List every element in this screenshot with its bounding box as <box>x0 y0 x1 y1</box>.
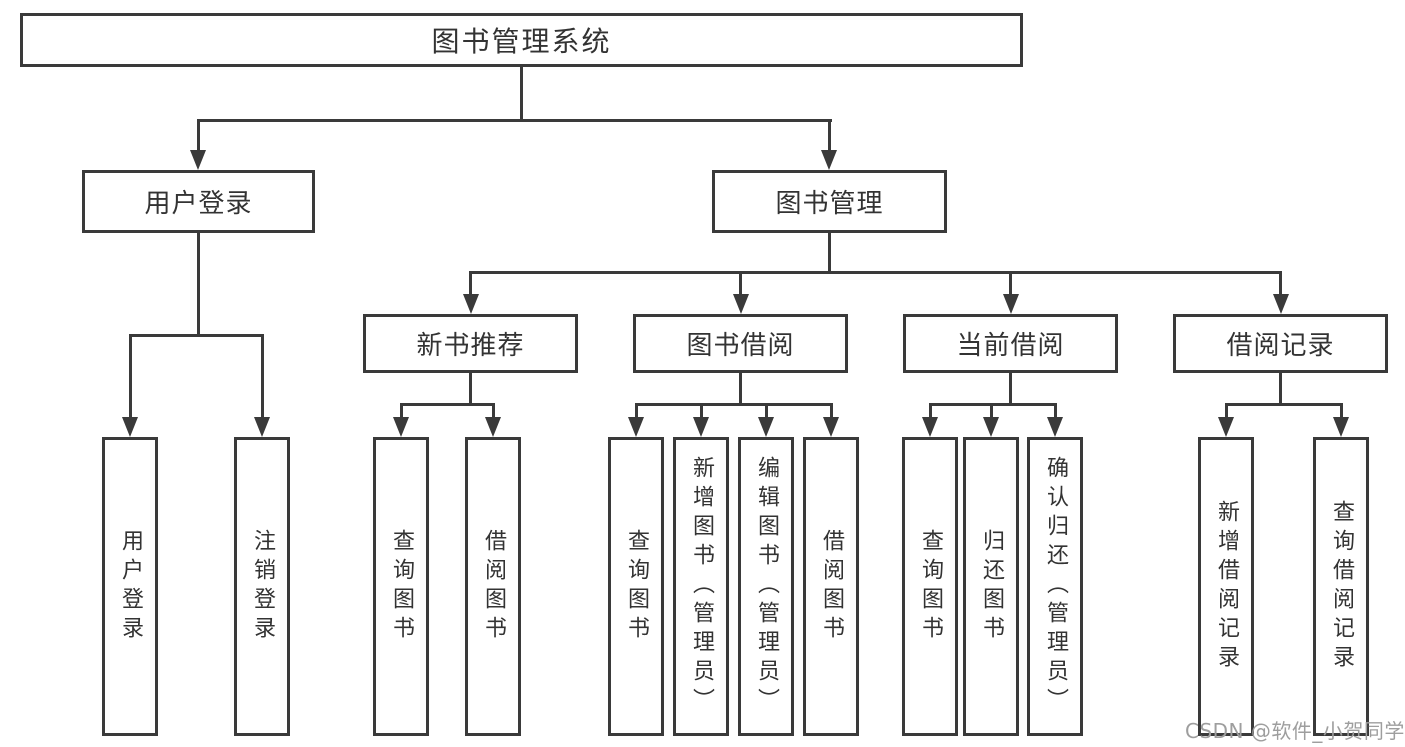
leaf-add-books-admin: 新增图书（管理员） <box>673 437 729 736</box>
leaf-label: 查询图书 <box>389 528 414 645</box>
leaf-return-books: 归还图书 <box>963 437 1019 736</box>
connector-line <box>699 403 703 417</box>
connector-line <box>399 403 495 406</box>
node-new-book-recommendation: 新书推荐 <box>363 314 578 373</box>
arrow-down-icon <box>628 417 644 437</box>
leaf-confirm-return-admin: 确认归还（管理员） <box>1027 437 1083 736</box>
node-label: 新书推荐 <box>416 331 525 361</box>
arrow-down-icon <box>1333 417 1349 437</box>
leaf-label: 新增图书（管理员） <box>689 456 714 717</box>
node-borrowing-records: 借阅记录 <box>1173 314 1388 373</box>
arrow-down-icon <box>823 417 839 437</box>
leaf-add-borrow-record: 新增借阅记录 <box>1198 437 1254 736</box>
csdn-watermark: CSDN @软件_小贺同学 <box>1185 719 1405 743</box>
connector-line <box>469 271 472 294</box>
node-label: 图书借阅 <box>686 331 795 361</box>
connector-line <box>128 334 264 337</box>
leaf-label: 新增借阅记录 <box>1214 499 1239 674</box>
connector-line <box>1224 403 1343 406</box>
connector-line <box>519 67 523 122</box>
arrow-down-icon <box>758 417 774 437</box>
node-label: 图书管理系统 <box>431 25 612 58</box>
arrow-down-icon <box>1002 294 1019 314</box>
leaf-query-books-current: 查询图书 <box>902 437 958 736</box>
leaf-logout: 注销登录 <box>234 437 290 736</box>
arrow-down-icon <box>254 417 270 437</box>
leaf-label: 确认归还（管理员） <box>1043 456 1068 717</box>
leaf-label: 用户登录 <box>118 528 143 645</box>
leaf-label: 编辑图书（管理员） <box>754 456 779 717</box>
leaf-query-borrow-record: 查询借阅记录 <box>1313 437 1369 736</box>
connector-line <box>1279 373 1282 406</box>
arrow-down-icon <box>190 150 206 170</box>
connector-line <box>1009 373 1012 406</box>
arrow-down-icon <box>693 417 709 437</box>
connector-line <box>1009 271 1012 294</box>
connector-line <box>634 403 638 417</box>
connector-line <box>196 119 200 150</box>
arrow-down-icon <box>393 417 409 437</box>
leaf-label: 注销登录 <box>250 528 275 645</box>
connector-line <box>197 119 832 122</box>
node-book-management-branch: 图书管理 <box>712 170 947 233</box>
arrow-down-icon <box>821 150 837 170</box>
leaf-query-books-borrowing: 查询图书 <box>608 437 664 736</box>
connector-line <box>764 403 768 417</box>
leaf-edit-books-admin: 编辑图书（管理员） <box>738 437 794 736</box>
connector-line <box>469 373 472 406</box>
connector-line <box>928 403 932 417</box>
leaf-query-books-recommend: 查询图书 <box>373 437 429 736</box>
connector-line <box>739 373 742 406</box>
connector-line <box>928 403 1057 406</box>
connector-line <box>1279 271 1282 294</box>
arrow-down-icon <box>732 294 749 314</box>
leaf-label: 查询借阅记录 <box>1329 499 1354 674</box>
connector-line <box>128 334 132 417</box>
node-current-borrowing: 当前借阅 <box>903 314 1118 373</box>
node-label: 用户登录 <box>144 189 253 219</box>
node-book-borrowing: 图书借阅 <box>633 314 848 373</box>
connector-line <box>196 233 200 337</box>
leaf-borrow-books: 借阅图书 <box>803 437 859 736</box>
connector-line <box>399 403 403 417</box>
connector-line <box>827 119 831 150</box>
node-user-login-branch: 用户登录 <box>82 170 315 233</box>
connector-line <box>739 271 742 294</box>
connector-line <box>829 403 833 417</box>
arrow-down-icon <box>462 294 479 314</box>
arrow-down-icon <box>1272 294 1289 314</box>
leaf-borrow-books-recommend: 借阅图书 <box>465 437 521 736</box>
connector-line <box>491 403 495 417</box>
leaf-label: 借阅图书 <box>481 528 506 645</box>
arrow-down-icon <box>922 417 938 437</box>
arrow-down-icon <box>983 417 999 437</box>
node-label: 当前借阅 <box>956 331 1065 361</box>
connector-line <box>989 403 993 417</box>
node-label: 借阅记录 <box>1226 331 1335 361</box>
connector-line <box>1053 403 1057 417</box>
leaf-label: 归还图书 <box>979 528 1004 645</box>
arrow-down-icon <box>485 417 501 437</box>
leaf-label: 借阅图书 <box>819 528 844 645</box>
connector-line <box>260 334 264 417</box>
arrow-down-icon <box>1047 417 1063 437</box>
connector-line <box>1339 403 1343 417</box>
arrow-down-icon <box>1218 417 1234 437</box>
leaf-label: 查询图书 <box>624 528 649 645</box>
leaf-label: 查询图书 <box>918 528 943 645</box>
leaf-user-login: 用户登录 <box>102 437 158 736</box>
node-label: 图书管理 <box>775 189 884 219</box>
arrow-down-icon <box>122 417 138 437</box>
connector-line <box>827 233 831 274</box>
connector-line <box>1224 403 1228 417</box>
connector-line <box>634 403 833 406</box>
node-library-management-system: 图书管理系统 <box>20 13 1023 67</box>
connector-line <box>469 271 1282 274</box>
